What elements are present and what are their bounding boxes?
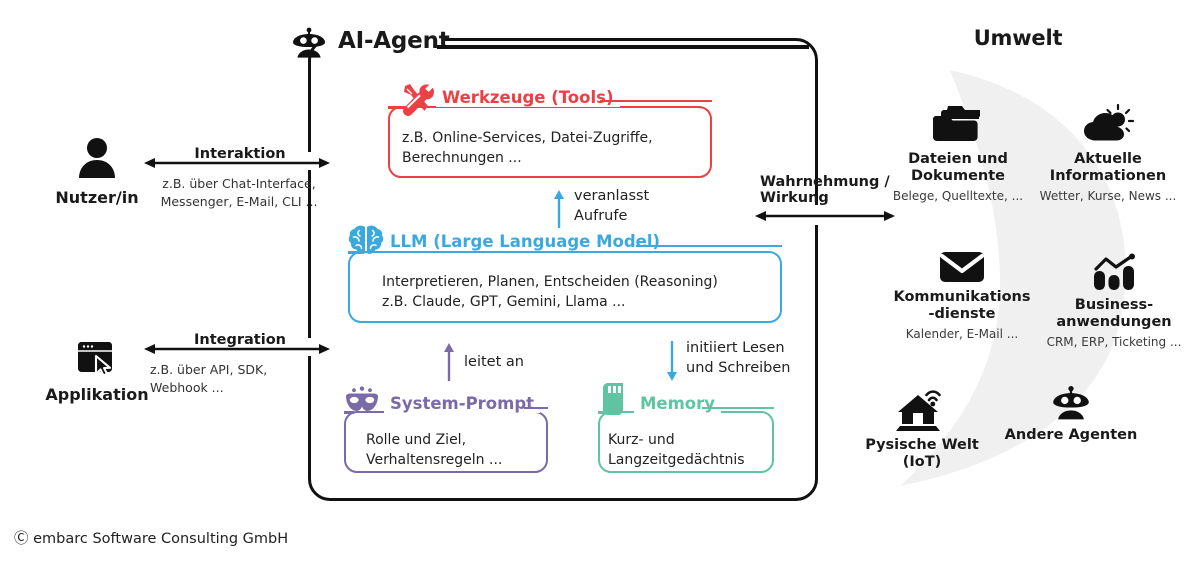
actor-label-applikation: Applikation [45,385,149,404]
robot-icon [1053,386,1089,420]
env-item-sub: Wetter, Kurse, News ... [1039,188,1177,203]
robot-icon [293,27,325,58]
mask-icon [346,386,378,411]
system-prompt-label-rule [524,406,548,410]
environment-backdrop-blob [900,70,1126,486]
arrow-initiiert-lesen-schreiben [667,341,677,381]
llm-card-top-stub [348,251,362,254]
user-icon [79,138,115,178]
edge-title-interaktion: Interaktion [194,146,286,162]
environment-title: Umwelt [973,26,1063,50]
actor-label-nutzer: Nutzer/in [55,188,139,207]
flow-label-initiiert-lesen-schreiben: initiiert Lesen und Schreiben [686,340,791,376]
memory-card-icon [603,383,623,415]
llm-card[interactable] [348,251,782,323]
envelope-icon [939,252,985,282]
agent-title-rule [437,45,809,49]
system-prompt-card-body: Rolle und Ziel, Verhaltensregeln ... [366,432,503,469]
arrow-leitet-an [444,343,454,381]
smart-home-icon [896,390,941,431]
edge-sub-interaktion: z.B. über Chat-Interface, Messenger, E-M… [160,176,318,210]
edge-title-integration: Integration [194,332,286,348]
memory-card-body: Kurz- und Langzeitgedächtnis [608,432,745,469]
env-item-dateien[interactable]: Dateien und Dokumente Belege, Quelltexte… [888,104,1028,203]
system-prompt-card-top-stub [344,411,354,414]
weather-cloud-sun-icon [1084,103,1135,141]
folders-icon [933,106,980,141]
env-item-kommunikationsdienste[interactable]: Kommunikations -dienste Kalender, E-Mail… [888,248,1036,341]
tools-card[interactable] [388,106,712,178]
env-item-title: Kommunikations -dienste [893,289,1031,323]
agent-border-gap-title [318,30,444,50]
env-item-sub: Belege, Quelltexte, ... [892,188,1024,203]
memory-card-top-stub [598,411,608,414]
llm-label-rule [636,244,782,248]
memory-card[interactable] [598,411,774,473]
env-item-title: Business- anwendungen [1056,297,1172,331]
agent-border-gap-interaktion [304,152,316,170]
flow-label-leitet-an: leitet an [464,354,524,370]
llm-card-body: Interpretieren, Planen, Entscheiden (Rea… [382,274,718,311]
arrow-veranlasst-aufrufe [554,190,564,228]
agent-border-gap-integration [304,338,316,356]
env-item-title: Pysische Welt (IoT) [865,437,979,471]
memory-label-rule [702,406,774,410]
tools-label-rule [600,99,712,103]
tools-icon [403,84,434,116]
edge-sub-integration: z.B. über API, SDK, Webhook ... [150,362,268,396]
env-item-iot[interactable]: Pysische Welt (IoT) [852,388,992,475]
env-item-title: Andere Agenten [1004,427,1138,443]
tools-card-top-stub [388,106,404,109]
system-prompt-card-label: System-Prompt [384,394,541,413]
agent-container [308,38,818,501]
arrow-integration [144,344,330,354]
bar-chart-icon [1094,253,1135,290]
env-item-title: Dateien und Dokumente [908,151,1008,185]
flow-label-veranlasst-aufrufe: veranlasst Aufrufe [574,188,650,224]
application-window-icon [78,342,112,377]
env-item-business[interactable]: Business- anwendungen CRM, ERP, Ticketin… [1040,253,1188,349]
env-item-andere-agenten[interactable]: Andere Agenten [1000,382,1142,447]
tools-card-body: z.B. Online-Services, Datei-Zugriffe, Be… [402,130,653,167]
agent-title: AI-Agent [338,28,450,54]
env-item-title: Aktuelle Informationen [1049,151,1167,185]
llm-card-label: LLM (Large Language Model) [384,232,667,251]
brain-icon [348,225,384,254]
copyright-notice: Ⓒ embarc Software Consulting GmbH [14,531,289,547]
edge-title-wahrnehmung-wirkung: Wahrnehmung / Wirkung [760,174,890,206]
arrow-interaktion [144,158,330,168]
memory-card-label: Memory [634,394,722,413]
tools-card-label: Werkzeuge (Tools) [436,88,620,107]
env-item-sub: Kalender, E-Mail ... [905,326,1019,341]
env-item-sub: CRM, ERP, Ticketing ... [1046,334,1182,349]
env-item-aktuelle-infos[interactable]: Aktuelle Informationen Wetter, Kurse, Ne… [1038,103,1178,203]
arrow-wahrnehmung-wirkung [755,211,895,221]
